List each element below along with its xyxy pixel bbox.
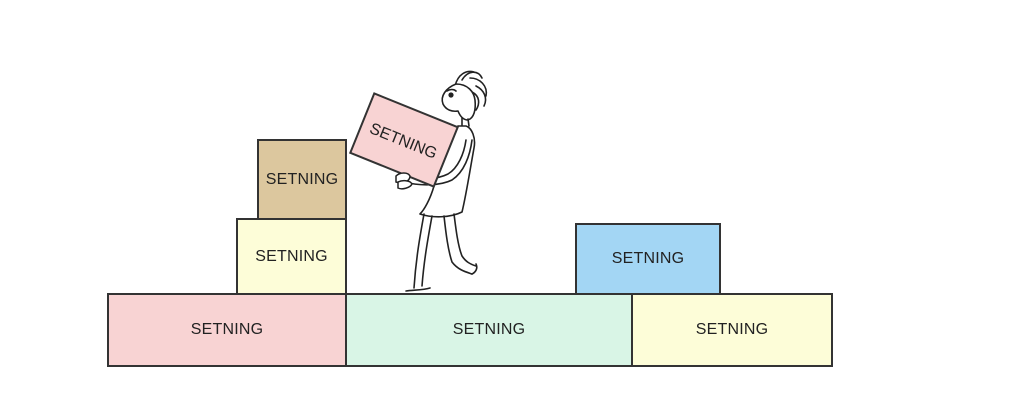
block-label: SETNING [255, 247, 328, 265]
block-bottom-right: SETNING [631, 293, 833, 367]
block-label: SETNING [265, 170, 339, 188]
block-label: SETNING [695, 321, 769, 338]
block-label: SETNING [611, 250, 685, 267]
block-bottom-left: SETNING [107, 293, 347, 367]
block-label: SETNING [190, 321, 264, 338]
block-bottom-middle: SETNING [345, 293, 633, 367]
block-middle-left: SETNING [236, 218, 347, 295]
block-label: SETNING [452, 321, 526, 338]
block-top-left: SETNING [257, 139, 347, 220]
block-right-raised: SETNING [575, 223, 721, 295]
